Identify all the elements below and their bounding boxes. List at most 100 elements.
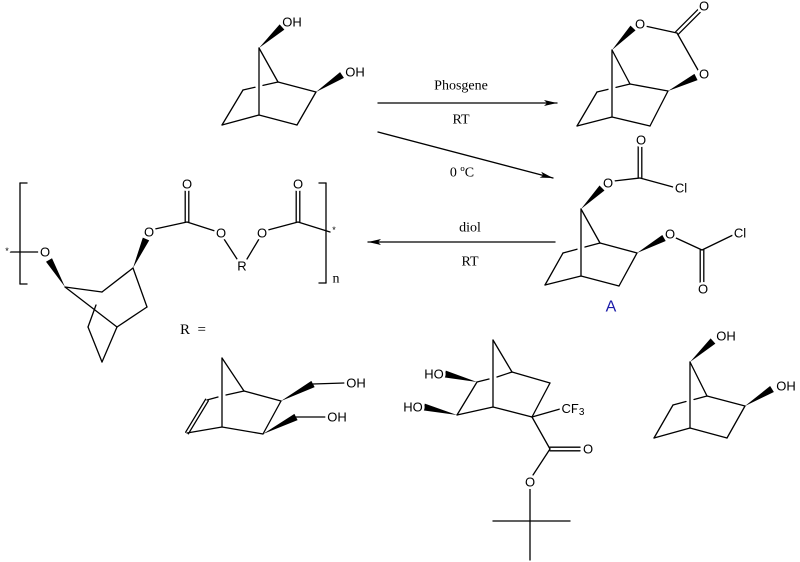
bond — [531, 382, 551, 418]
double-bond — [675, 8, 700, 33]
bond — [618, 252, 638, 287]
bond — [87, 326, 103, 363]
bond — [706, 395, 746, 407]
atom-o: O — [699, 67, 709, 82]
bond — [576, 91, 598, 127]
bond — [206, 396, 219, 401]
bond — [312, 382, 345, 385]
bond — [611, 116, 651, 127]
wedge-bond — [444, 370, 477, 382]
atom-o: O — [525, 475, 535, 490]
wedge-bond — [133, 237, 150, 268]
atom-o: O — [40, 245, 50, 260]
bond — [576, 116, 613, 127]
compound-label-a: A — [606, 299, 617, 316]
bond — [613, 177, 641, 182]
bond — [639, 177, 674, 188]
atom-o: O — [257, 226, 267, 241]
bond — [580, 275, 620, 287]
r-definition: R = — [180, 322, 206, 338]
double-bond — [184, 398, 207, 433]
bond — [496, 371, 513, 378]
condition-0c: 0 ºC — [450, 166, 474, 181]
bond — [223, 238, 238, 260]
bond — [87, 304, 97, 328]
bond — [584, 242, 601, 248]
bond — [456, 406, 494, 416]
bond — [476, 378, 490, 383]
repeat-unit-n: n — [333, 272, 340, 287]
bond — [653, 427, 691, 439]
bond — [532, 448, 551, 476]
atom-o: O — [636, 133, 646, 148]
atom-o: O — [698, 282, 708, 297]
arrow-head — [539, 171, 553, 178]
bond — [726, 405, 746, 439]
r-group: R — [237, 259, 246, 274]
condition-rt-2: RT — [461, 255, 478, 270]
bond — [672, 400, 687, 406]
bond — [296, 91, 317, 126]
bond — [599, 242, 638, 254]
bond — [611, 49, 631, 85]
bond — [277, 81, 317, 93]
wedge-bond — [668, 73, 698, 91]
bond — [511, 371, 551, 384]
bond — [246, 238, 260, 260]
bond — [221, 426, 264, 435]
atom-ho: HO — [424, 367, 444, 382]
atom-o: O — [665, 227, 675, 242]
bond — [544, 252, 564, 286]
bond — [580, 208, 601, 244]
bond — [267, 221, 299, 231]
bond — [689, 427, 728, 439]
bond — [262, 400, 282, 435]
bond — [629, 83, 669, 92]
bond — [693, 395, 708, 401]
bond — [101, 326, 118, 363]
reagent-phosgene: Phosgene — [434, 79, 488, 94]
bond — [596, 88, 609, 93]
atom-o: O — [583, 442, 593, 457]
bond — [562, 248, 578, 254]
atom-cl: Cl — [675, 181, 687, 196]
polymer-end-star: * — [332, 225, 336, 235]
bond — [116, 306, 148, 328]
atom-oh: OH — [282, 15, 302, 30]
bond — [653, 404, 674, 439]
bond — [243, 390, 282, 402]
bond — [154, 221, 188, 230]
bond — [258, 47, 279, 83]
bond — [186, 221, 216, 232]
wedge-bond — [263, 413, 298, 434]
atom-o: O — [182, 177, 192, 192]
atom-oh: OH — [346, 376, 366, 391]
double-bond — [677, 10, 702, 35]
wedge-bond — [45, 258, 65, 287]
bond — [649, 90, 669, 127]
atom-o: O — [603, 176, 613, 191]
bond — [531, 416, 551, 450]
atom-o: O — [216, 226, 226, 241]
bond — [221, 89, 244, 126]
condition-rt-1: RT — [452, 113, 469, 128]
bond — [701, 234, 734, 251]
wedge-bond — [281, 380, 315, 401]
atom-oh: OH — [716, 329, 736, 344]
atom-cl: Cl — [734, 226, 746, 241]
atom-oh: OH — [327, 410, 347, 425]
bond — [492, 406, 533, 418]
wedge-bond — [259, 24, 285, 48]
bond — [644, 25, 678, 34]
atom-o: O — [635, 17, 645, 32]
atom-cf3: CF3 — [562, 401, 585, 418]
bond — [101, 267, 134, 293]
bond — [64, 286, 118, 328]
bond — [186, 426, 223, 434]
wedge-bond — [612, 25, 636, 50]
bond — [64, 286, 103, 293]
polymer-end-star: * — [5, 246, 9, 256]
wedge-bond — [316, 72, 344, 92]
